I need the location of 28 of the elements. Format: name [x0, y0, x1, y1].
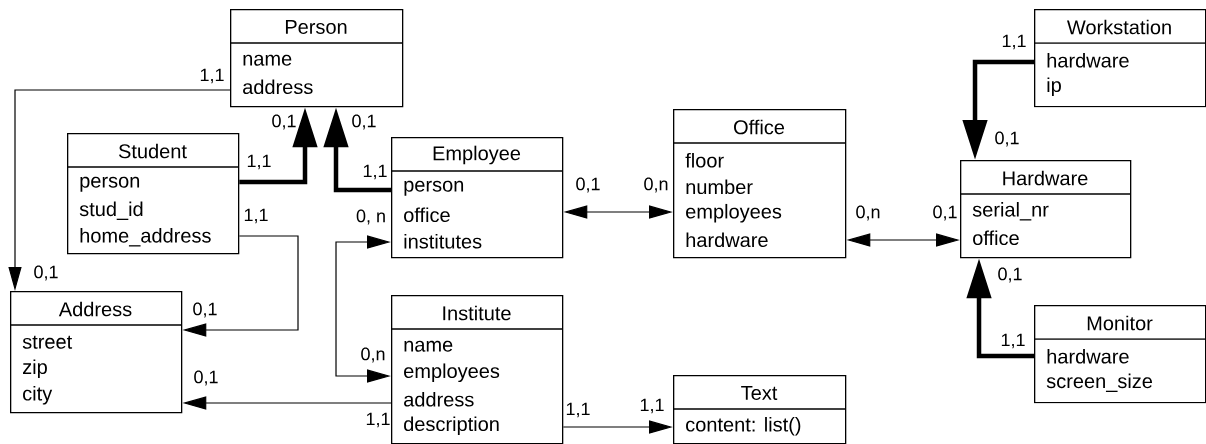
entity-box: Hardware serial_nr office	[959, 160, 1132, 259]
entity-box: Office floor number employees hardware	[672, 109, 847, 259]
cardinality-label: 1,1	[200, 68, 224, 84]
cardinality-label: 1,1	[1002, 34, 1026, 50]
cardinality-label: 1,1	[363, 164, 387, 180]
entity-box: Institute name employees address description	[390, 295, 564, 444]
entity-box: Address street zip city	[9, 291, 183, 414]
cardinality-label: 0,1	[995, 131, 1019, 147]
entity-box: Text content: list()	[672, 375, 847, 444]
entity-box: Person name address	[229, 9, 404, 108]
cardinality-label: 0,1	[272, 114, 296, 130]
entity-box: Student person stud_id home_address	[66, 133, 240, 255]
cardinality-label: 0,n	[361, 347, 385, 363]
cardinality-label: 1,1	[366, 412, 390, 428]
entity-box: Monitor hardware screen_size	[1033, 305, 1206, 404]
cardinality-label: 1,1	[566, 402, 590, 418]
cardinality-label: 1,1	[1001, 333, 1025, 349]
cardinality-label: 0,1	[194, 370, 218, 386]
cardinality-label: 1,1	[640, 398, 664, 414]
cardinality-label: 1,1	[247, 154, 271, 170]
cardinality-label: 0,1	[352, 114, 376, 130]
cardinality-label: 1,1	[244, 208, 268, 224]
entity-box: Workstation hardware ip	[1033, 9, 1206, 108]
cardinality-label: 0,1	[34, 265, 58, 281]
cardinality-label: 0,1	[998, 267, 1022, 283]
cardinality-label: 0,1	[193, 302, 217, 318]
cardinality-label: 0, n	[356, 209, 385, 225]
entity-box: Employee person office institutes	[390, 137, 564, 259]
